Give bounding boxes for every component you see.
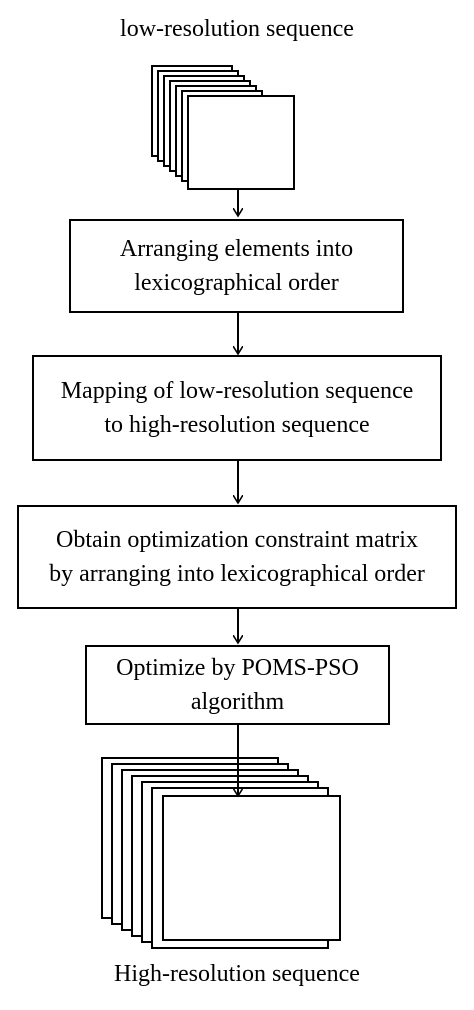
step-3-line-2: by arranging into lexicographical order: [49, 561, 425, 587]
step-2-line-2: to high-resolution sequence: [104, 412, 370, 438]
step-3-box: Obtain optimization constraint matrix by…: [17, 505, 457, 609]
high-resolution-stack-icon: [101, 757, 341, 949]
step-4-line-2: algorithm: [190, 689, 285, 715]
step-2-box: Mapping of low-resolution sequence to hi…: [32, 355, 442, 461]
step-4-line-1: Optimize by POMS-PSO: [116, 655, 359, 681]
step-1-box: Arranging elements into lexicographical …: [69, 219, 404, 313]
low-resolution-stack-icon: [151, 65, 295, 190]
step-2-line-1: Mapping of low-resolution sequence: [60, 378, 414, 404]
step-3-line-1: Obtain optimization constraint matrix: [56, 527, 418, 553]
top-label: low-resolution sequence: [120, 16, 354, 42]
bottom-label: High-resolution sequence: [114, 961, 360, 987]
step-1-line-2: lexicographical order: [134, 270, 339, 296]
step-4-box: Optimize by POMS-PSO algorithm: [85, 645, 390, 725]
step-1-line-1: Arranging elements into: [119, 236, 354, 262]
